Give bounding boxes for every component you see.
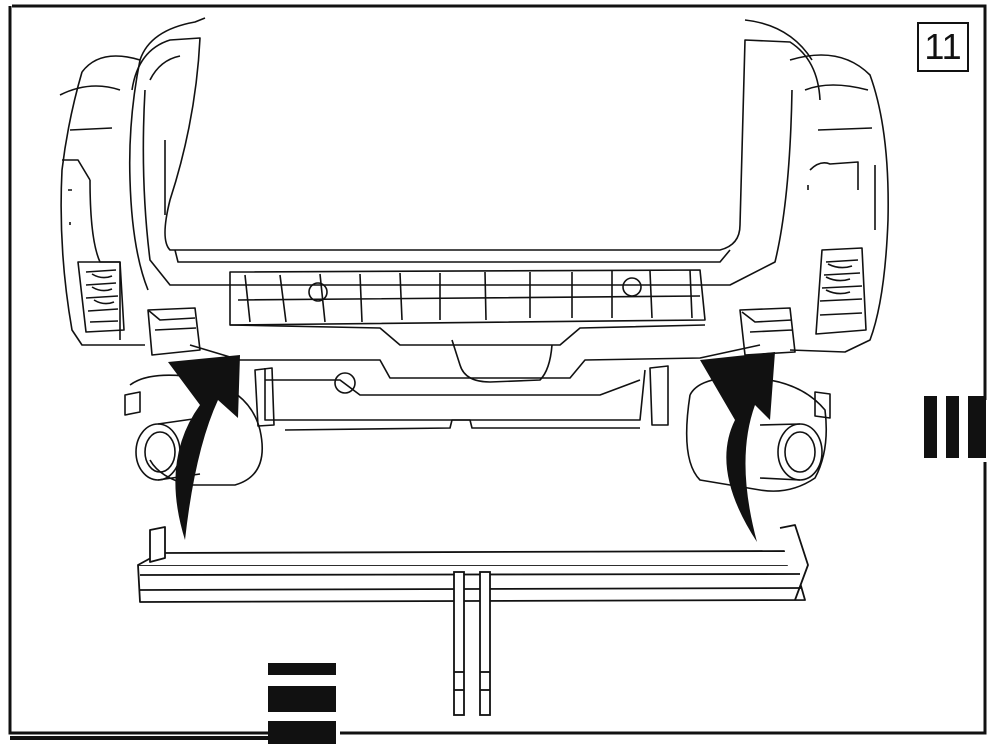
registration-bars-bottom <box>268 663 336 744</box>
towbar-tongue <box>453 571 491 716</box>
step-number-box: 11 <box>917 22 969 72</box>
registration-bars-right <box>924 396 986 458</box>
right-mount-bracket <box>739 307 796 356</box>
left-mount-bracket <box>147 307 201 356</box>
mounting-arrow-right <box>700 352 775 542</box>
towbar-crossmember <box>137 524 809 603</box>
mounting-arrow-left <box>168 355 240 540</box>
vehicle-rear-body <box>59 17 889 492</box>
step-number: 11 <box>924 26 962 67</box>
page-frame <box>8 4 987 735</box>
